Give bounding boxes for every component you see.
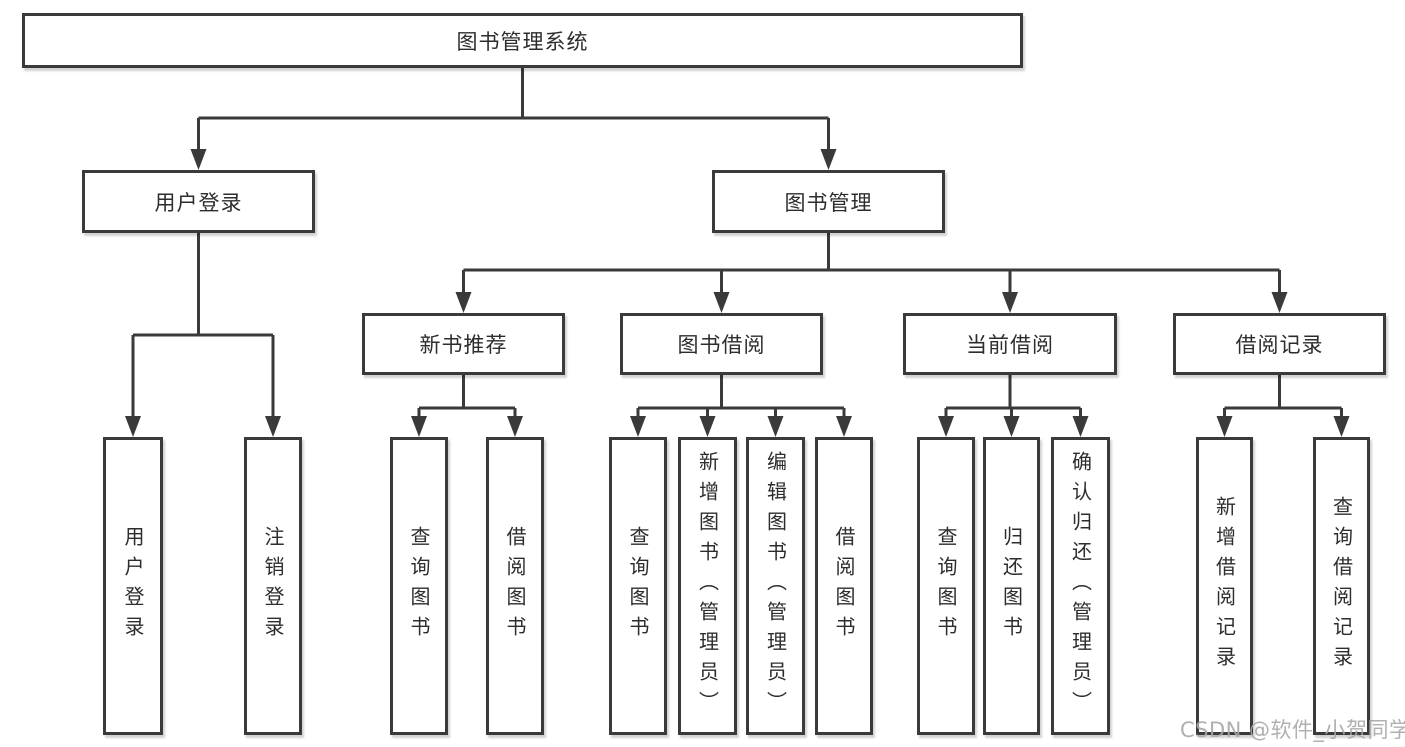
node-borrow-records: 借阅记录 (1173, 313, 1386, 375)
node-book-management: 图书管理 (712, 170, 945, 233)
leaf-return-book: 归还图书 (983, 437, 1040, 735)
leaf-query-books-label: 查询图书 (934, 526, 958, 646)
leaf-add-book-admin-label: 新增图书（管理员） (695, 451, 720, 721)
leaf-user-login-label: 用户登录 (121, 526, 145, 646)
leaf-add-borrow-record-label: 新增借阅记录 (1212, 496, 1237, 676)
node-book-borrow: 图书借阅 (620, 313, 823, 375)
leaf-add-borrow-record: 新增借阅记录 (1196, 437, 1253, 735)
leaf-user-login: 用户登录 (103, 437, 163, 735)
leaf-confirm-return-admin: 确认归还（管理员） (1051, 437, 1110, 735)
leaf-confirm-return-admin-label: 确认归还（管理员） (1068, 451, 1093, 721)
leaf-borrow-books-label: 借阅图书 (503, 526, 527, 646)
csdn-watermark: CSDN @软件_小贺同学 (1180, 718, 1405, 742)
node-new-book-recommend: 新书推荐 (362, 313, 565, 375)
leaf-query-books: 查询图书 (390, 437, 448, 735)
leaf-query-books-label: 查询图书 (626, 526, 650, 646)
node-current-borrow: 当前借阅 (903, 313, 1117, 375)
node-user-login: 用户登录 (82, 170, 315, 233)
leaf-logout-label: 注销登录 (261, 526, 285, 646)
leaf-return-book-label: 归还图书 (999, 526, 1024, 646)
leaf-query-books-label: 查询图书 (407, 526, 431, 646)
leaf-query-borrow-record-label: 查询借阅记录 (1329, 496, 1354, 676)
connector-edges (131, 68, 1343, 423)
leaf-query-books: 查询图书 (609, 437, 667, 735)
leaf-add-book-admin: 新增图书（管理员） (678, 437, 737, 735)
node-root-system: 图书管理系统 (22, 13, 1023, 68)
leaf-borrow-books: 借阅图书 (815, 437, 873, 735)
leaf-query-borrow-record: 查询借阅记录 (1313, 437, 1370, 735)
leaf-logout: 注销登录 (244, 437, 302, 735)
leaf-borrow-books-label: 借阅图书 (832, 526, 856, 646)
arrow-heads (125, 149, 1350, 437)
leaf-query-books: 查询图书 (917, 437, 975, 735)
leaf-borrow-books: 借阅图书 (486, 437, 544, 735)
leaf-edit-book-admin-label: 编辑图书（管理员） (763, 451, 788, 721)
leaf-edit-book-admin: 编辑图书（管理员） (746, 437, 805, 735)
